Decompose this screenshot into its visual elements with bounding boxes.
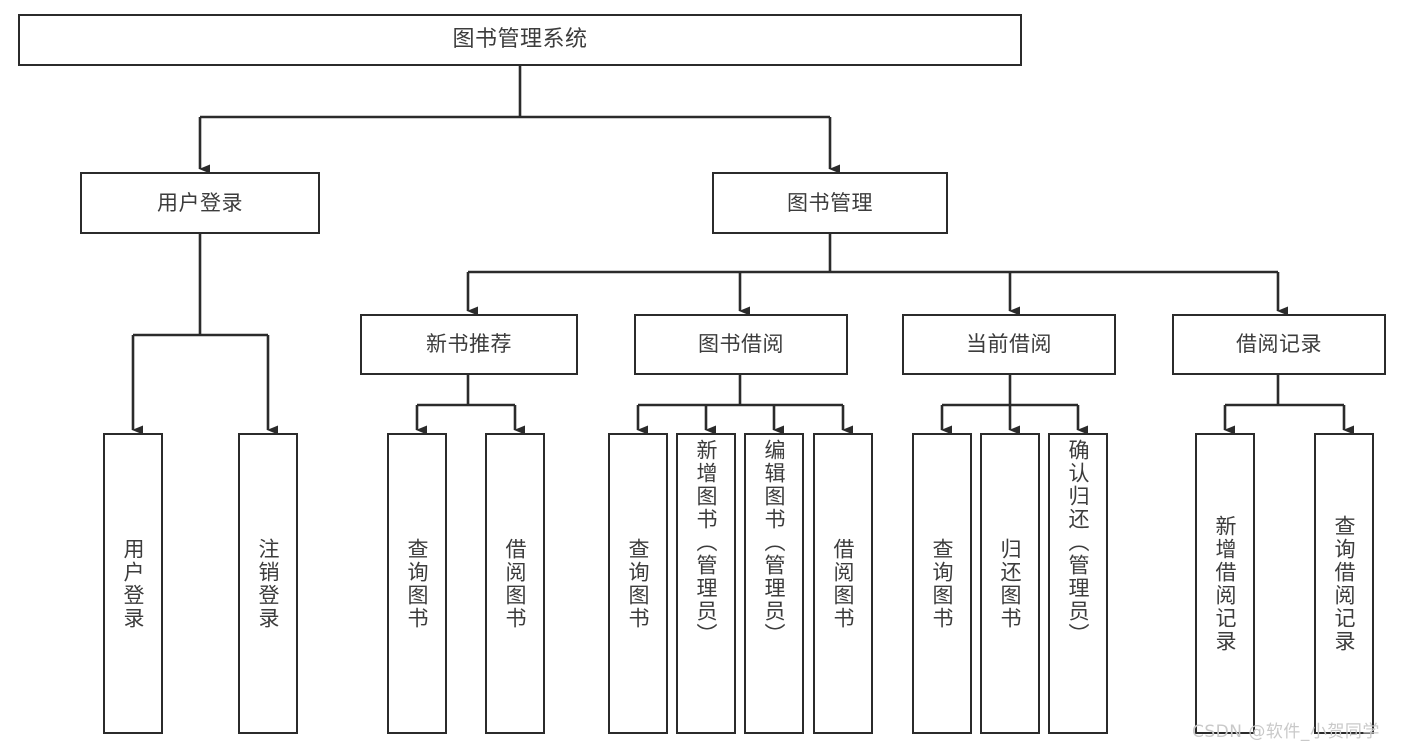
node-leaf-query-borrow-record[interactable]: 查询借阅记录 (1314, 433, 1374, 734)
node-label: 借阅图书 (503, 537, 528, 630)
node-leaf-query-book-recommend[interactable]: 查询图书 (387, 433, 447, 734)
node-leaf-add-borrow-record[interactable]: 新增借阅记录 (1195, 433, 1255, 734)
node-leaf-user-login[interactable]: 用户登录 (103, 433, 163, 734)
node-label: 归还图书 (998, 537, 1023, 630)
node-leaf-borrow-book[interactable]: 借阅图书 (813, 433, 873, 734)
node-leaf-edit-book[interactable]: 编辑图书（管理员） (744, 433, 804, 734)
node-leaf-logout[interactable]: 注销登录 (238, 433, 298, 734)
node-label: 查询图书 (626, 537, 651, 630)
node-leaf-query-book-current[interactable]: 查询图书 (912, 433, 972, 734)
node-book-management[interactable]: 图书管理 (712, 172, 948, 234)
node-label: 新书推荐 (426, 332, 512, 357)
node-root-book-management-system[interactable]: 图书管理系统 (18, 14, 1022, 66)
node-label: 借阅记录 (1236, 332, 1322, 357)
node-label: 当前借阅 (966, 332, 1052, 357)
node-label: 图书借阅 (698, 332, 784, 357)
node-label: 查询借阅记录 (1332, 514, 1357, 653)
node-leaf-confirm-return[interactable]: 确认归还（管理员） (1048, 433, 1108, 734)
node-label: 图书管理系统 (452, 27, 588, 53)
node-new-book-recommend[interactable]: 新书推荐 (360, 314, 578, 375)
node-leaf-return-book[interactable]: 归还图书 (980, 433, 1040, 734)
node-label: 图书管理 (787, 190, 873, 215)
node-label: 注销登录 (256, 537, 281, 630)
node-leaf-add-book[interactable]: 新增图书（管理员） (676, 433, 736, 734)
node-borrow-record[interactable]: 借阅记录 (1172, 314, 1386, 375)
node-label: 用户登录 (157, 190, 243, 215)
node-label: 用户登录 (121, 537, 146, 630)
node-label: 查询图书 (930, 537, 955, 630)
node-label: 确认归还（管理员） (1066, 439, 1091, 646)
node-label: 查询图书 (405, 537, 430, 630)
node-leaf-query-book-borrow[interactable]: 查询图书 (608, 433, 668, 734)
node-current-borrow[interactable]: 当前借阅 (902, 314, 1116, 375)
node-label: 借阅图书 (831, 537, 856, 630)
node-user-login[interactable]: 用户登录 (80, 172, 320, 234)
csdn-watermark: CSDN @软件_小贺同学 (1192, 722, 1380, 742)
node-book-borrow[interactable]: 图书借阅 (634, 314, 848, 375)
node-label: 编辑图书（管理员） (762, 439, 787, 646)
node-leaf-borrow-book-recommend[interactable]: 借阅图书 (485, 433, 545, 734)
node-label: 新增图书（管理员） (694, 439, 719, 646)
node-label: 新增借阅记录 (1213, 514, 1238, 653)
